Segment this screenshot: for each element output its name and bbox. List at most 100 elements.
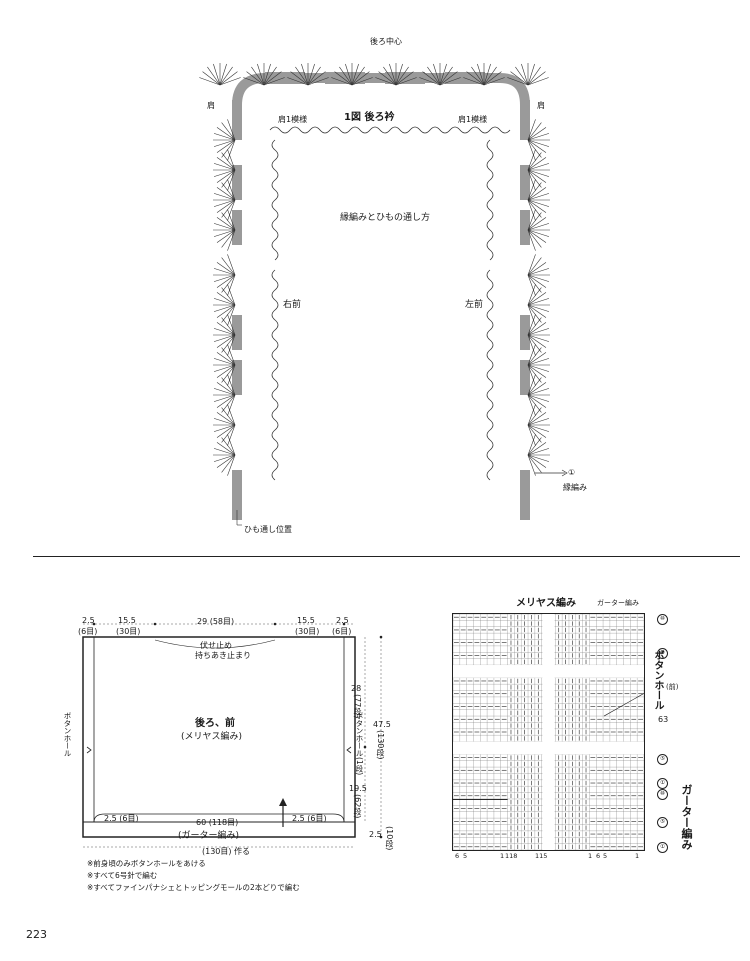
edging-marker: ① xyxy=(568,468,576,477)
col-label-6: 1 xyxy=(588,852,593,860)
height-28: 28 xyxy=(351,684,362,693)
width-right-band-cm: 2.5 xyxy=(336,616,349,625)
top-fan-5 xyxy=(419,63,461,86)
figure-title: 1図 後ろ衿 xyxy=(344,112,395,123)
front-note: (前) xyxy=(666,683,679,691)
width-right-shoulder-cm: 15.5 xyxy=(297,616,315,625)
shoulder-label-left: 肩 xyxy=(207,101,215,110)
right-upper-fan-0 xyxy=(527,119,550,161)
width-right-band-rows: (6目) xyxy=(332,627,352,636)
left-lower-fan-2 xyxy=(213,314,236,356)
col-label-4: 118 xyxy=(505,852,518,860)
garter-side-label: ガーター編み xyxy=(680,784,693,850)
back-center-label: 後ろ中心 xyxy=(370,37,402,46)
bind-off-note: 持ちあき止まり xyxy=(195,651,251,660)
edging-label: 縁編み xyxy=(563,483,587,492)
stitch-chart-drawing xyxy=(453,614,644,850)
width-left-shoulder-rows: (30目) xyxy=(116,627,141,636)
cast-on-label: (130目) 作る xyxy=(202,847,251,856)
right-lower-fan-4 xyxy=(527,374,550,416)
row-label-6: ⑩ xyxy=(657,789,668,800)
buttonhole-chart-label: ボタンホール xyxy=(652,650,663,710)
left-lower-fan-3 xyxy=(213,344,236,386)
body-stitch: (メリヤス編み) xyxy=(181,732,243,742)
body-title: 後ろ、前 xyxy=(195,718,235,729)
note-3: ※すべてファインパナシェとトッピングモールの2本どりで編む xyxy=(87,883,300,892)
height-total-rows: (130段) xyxy=(376,730,385,760)
col-label-1: 6 xyxy=(455,852,460,860)
width-right-shoulder-rows: (30目) xyxy=(295,627,320,636)
edging-chart-drawing xyxy=(199,63,568,526)
buttonhole-left-label: ボタンホール xyxy=(63,712,72,757)
bottom-left-band: 2.5 (6目) xyxy=(104,814,139,823)
width-left-band-cm: 2.5 xyxy=(82,616,95,625)
row-label-7: ⑤ xyxy=(657,817,668,828)
notes: ※前身頃のみボタンホールをあける ※すべて6号針で編む ※すべてファインパナシェ… xyxy=(87,858,300,894)
bind-off-label: 伏せ止め xyxy=(200,641,232,650)
top-fan-4 xyxy=(375,63,417,86)
right-lower-fan-3 xyxy=(527,344,550,386)
garter-label: (ガーター編み) xyxy=(178,831,240,841)
bottom-center-width: 60 (118目) xyxy=(196,818,239,827)
shoulder-pattern-right: 肩1模様 xyxy=(278,115,308,124)
row-label-2: ⑩ xyxy=(657,648,668,659)
top-fan-1 xyxy=(243,63,285,86)
stockinette-label: メリヤス編み xyxy=(516,598,576,609)
width-left-band-rows: (6目) xyxy=(78,627,98,636)
stitch-chart xyxy=(452,613,645,851)
row-label-8: ① xyxy=(657,842,668,853)
col-label-8: 5 xyxy=(603,852,608,860)
top-fan-2 xyxy=(287,63,329,86)
shoulder-label-right: 肩 xyxy=(537,101,545,110)
col-label-3: 1 xyxy=(500,852,505,860)
left-upper-fan-1 xyxy=(213,149,236,191)
row-label-1: ⑩ xyxy=(657,614,668,625)
col-label-5: 115 xyxy=(535,852,548,860)
left-lower-fan-4 xyxy=(213,374,236,416)
right-upper-fan-2 xyxy=(527,179,550,221)
right-lower-fan-5 xyxy=(527,404,550,446)
row-label-5: ① xyxy=(657,778,668,789)
left-upper-fan-0 xyxy=(213,119,236,161)
top-fan-7 xyxy=(507,63,549,86)
note-1: ※前身頃のみボタンホールをあける xyxy=(87,859,206,868)
string-position-label: ひも通し位置 xyxy=(244,525,292,534)
shoulder-pattern-left: 肩1模様 xyxy=(458,115,488,124)
col-label-2: 5 xyxy=(463,852,468,860)
right-lower-fan-2 xyxy=(527,314,550,356)
top-fan-0 xyxy=(199,63,241,86)
section-title: 縁編みとひもの通し方 xyxy=(340,213,431,223)
right-upper-fan-1 xyxy=(527,149,550,191)
height-2-5-rows: (10段) xyxy=(385,826,394,851)
top-fan-6 xyxy=(463,63,505,86)
col-label-9: 1 xyxy=(635,852,640,860)
width-neck-cm: 29 (58目) xyxy=(197,617,235,626)
height-2-5: 2.5 xyxy=(369,830,382,839)
height-19-5: 19.5 xyxy=(349,784,367,793)
left-lower-fan-5 xyxy=(213,404,236,446)
garter-top-label: ガーター編み xyxy=(597,599,639,607)
right-lower-fan-1 xyxy=(527,284,550,326)
buttonhole-right-label: ボタンホール(1段) xyxy=(355,712,364,776)
right-front-label: 右前 xyxy=(283,300,302,310)
left-lower-fan-0 xyxy=(213,254,236,296)
width-left-shoulder-cm: 15.5 xyxy=(118,616,136,625)
left-lower-fan-1 xyxy=(213,284,236,326)
right-lower-fan-0 xyxy=(527,254,550,296)
top-fan-3 xyxy=(331,63,373,86)
right-lower-fan-6 xyxy=(527,434,550,476)
height-19-5-rows: (62段) xyxy=(353,794,362,819)
section-divider xyxy=(33,556,740,557)
row-label-4: ⑤ xyxy=(657,754,668,765)
bottom-right-band: 2.5 (6目) xyxy=(292,814,327,823)
right-upper-fan-3 xyxy=(527,209,550,251)
note-2: ※すべて6号針で編む xyxy=(87,871,158,880)
page-number: 223 xyxy=(26,928,47,941)
row-label-3: 63 xyxy=(658,715,669,724)
edging-diagram xyxy=(190,30,590,535)
col-label-7: 6 xyxy=(596,852,601,860)
height-28-rows: (77段) xyxy=(353,694,362,719)
height-total: 47.5 xyxy=(373,720,391,729)
left-front-label: 左前 xyxy=(465,300,484,310)
left-lower-fan-6 xyxy=(213,434,236,476)
